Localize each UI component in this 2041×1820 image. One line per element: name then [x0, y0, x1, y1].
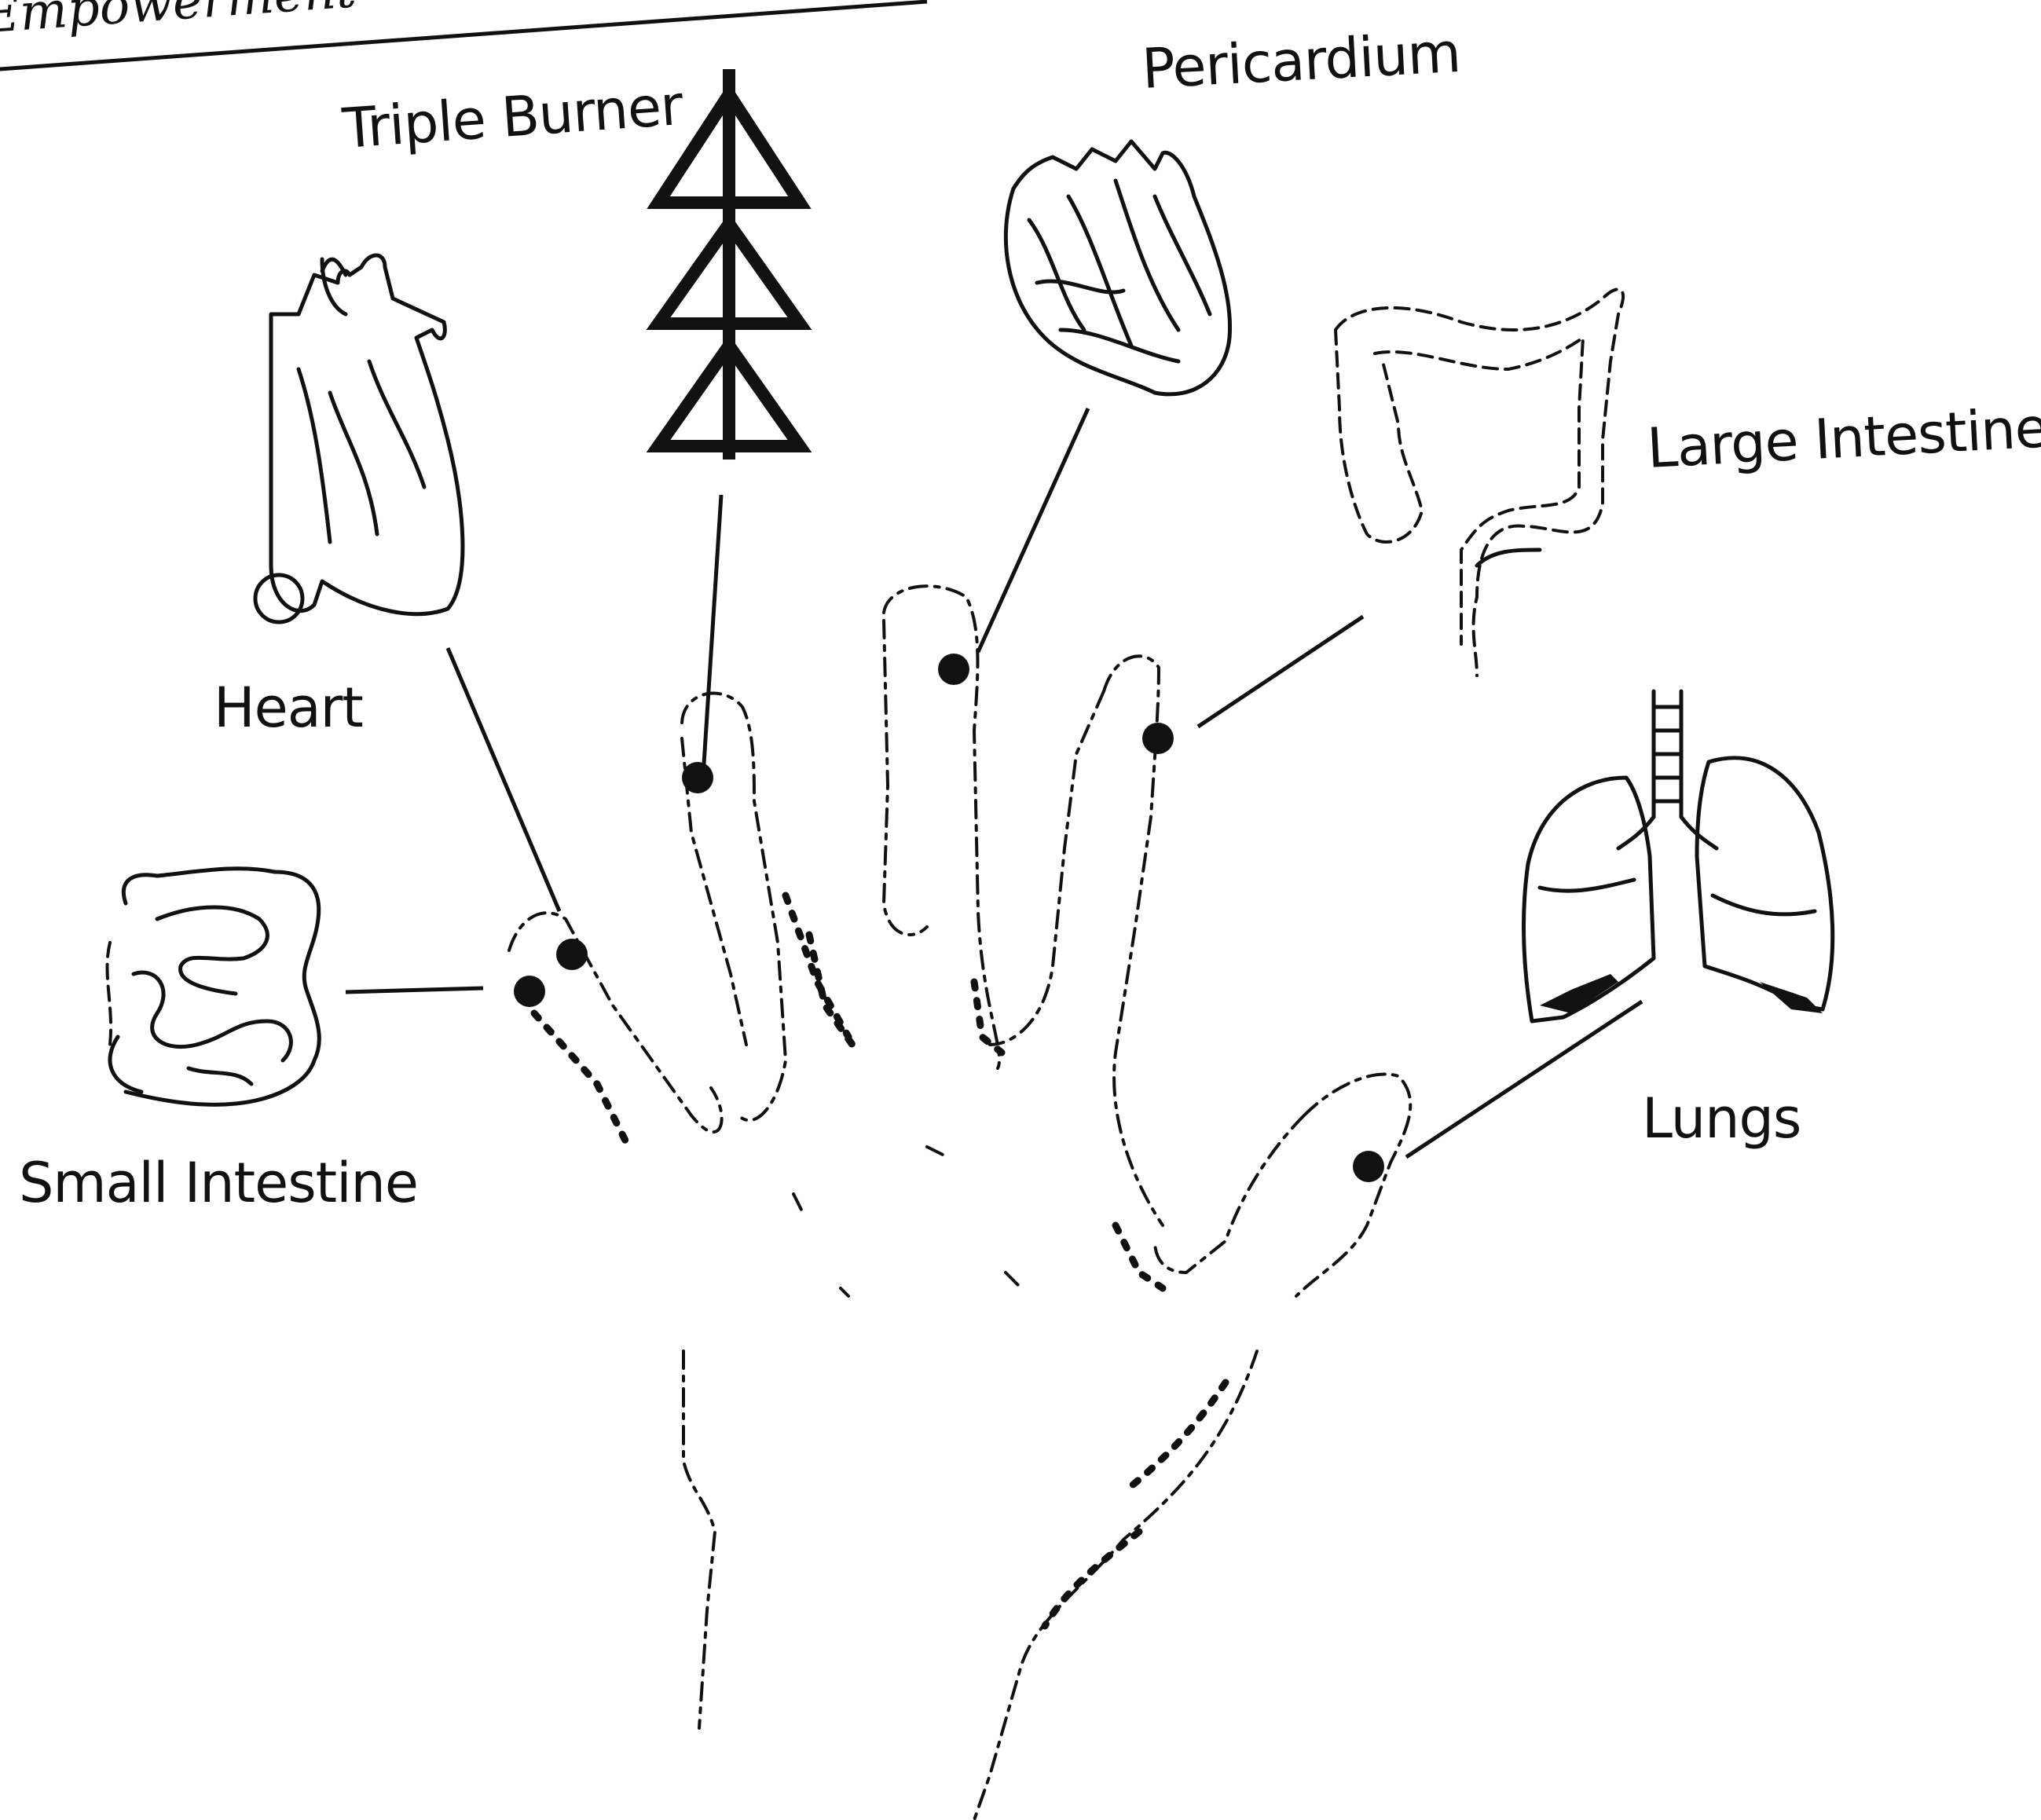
pericardium-illustration-icon [1006, 141, 1229, 394]
page-header: Empowerment [0, 0, 927, 69]
lungs-illustration-icon [1524, 691, 1833, 1021]
pericardium-leader [978, 408, 1088, 652]
large-intestine-leader [1198, 617, 1363, 727]
lungs-leader [1406, 1002, 1642, 1157]
small-intestine-leader [346, 988, 483, 992]
heart-point [556, 939, 588, 970]
small-intestine-label: Small Intestine [19, 1151, 418, 1215]
triple-burner-point [682, 762, 713, 793]
heart-label: Heart [214, 676, 363, 740]
pericardium-point [938, 654, 969, 685]
triple-burner-label: Triple Burner [339, 73, 685, 161]
header-text: Empowerment [0, 0, 358, 45]
organ-labels: Triple Burner Pericardium Heart Large In… [19, 20, 2041, 1215]
heart-illustration-icon [255, 255, 463, 622]
small-intestine-illustration-icon [107, 869, 319, 1105]
large-intestine-label: Large Intestine [1646, 395, 2041, 481]
heart-leader [448, 648, 559, 911]
lungs-point [1353, 1151, 1384, 1182]
acupoint-markers [514, 654, 1384, 1182]
small-intestine-point [514, 976, 545, 1007]
triple-burner-leader [703, 495, 721, 776]
large-intestine-point [1142, 723, 1174, 754]
hand-outline [509, 586, 1410, 1820]
large-intestine-illustration-icon [1336, 289, 1623, 676]
pericardium-label: Pericardium [1141, 20, 1462, 101]
lungs-label: Lungs [1642, 1086, 1801, 1151]
